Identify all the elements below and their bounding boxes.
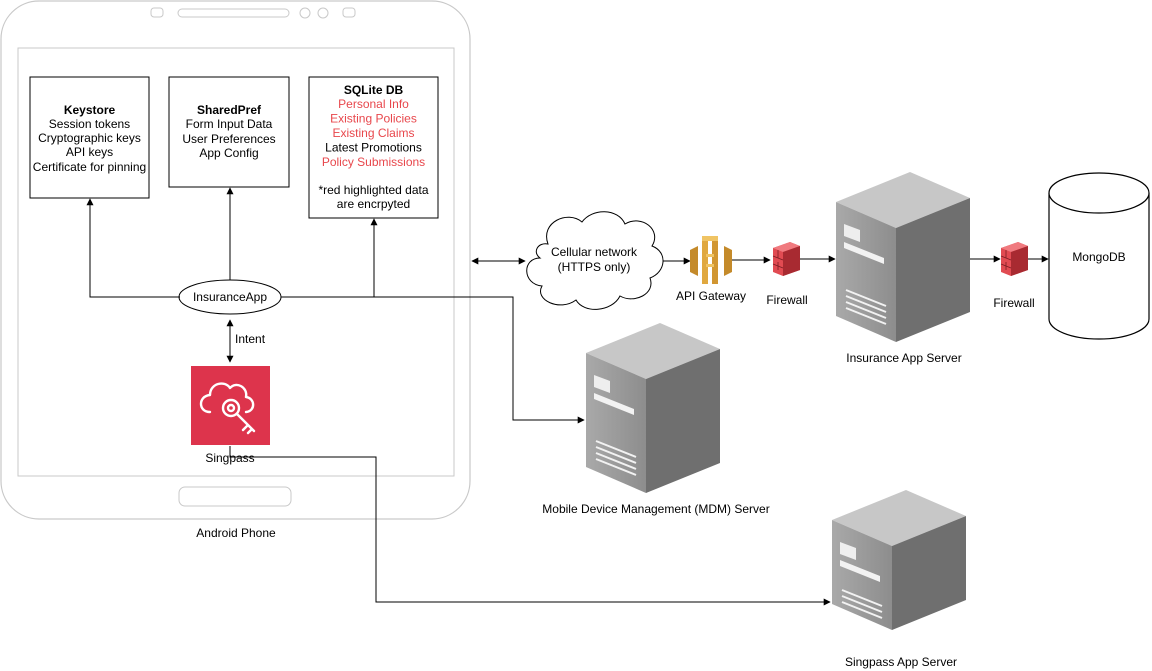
edge-singpass-server xyxy=(229,446,831,606)
firewall-icon xyxy=(1000,242,1028,276)
cellular-network-cloud[interactable]: Cellular network (HTTPS only) xyxy=(526,211,664,310)
keystore-item: Session tokens xyxy=(49,117,130,131)
server-icon xyxy=(836,172,970,342)
sqlite-note: *red highlighted data xyxy=(318,183,428,197)
sharedpref-item: Form Input Data xyxy=(186,117,273,131)
server-icon xyxy=(586,323,720,493)
sqlite-item: Existing Policies xyxy=(330,112,417,126)
firewall-2-node[interactable]: Firewall xyxy=(993,242,1035,310)
singpass-server-node[interactable]: Singpass App Server xyxy=(832,490,966,669)
singpass-node[interactable]: Singpass xyxy=(191,366,270,465)
firewall-1-node[interactable]: Firewall xyxy=(766,242,808,307)
keystore-title: Keystore xyxy=(64,103,116,117)
firewall-icon xyxy=(772,242,800,276)
phone-sensor-icon xyxy=(317,7,329,19)
api-gateway-label: API Gateway xyxy=(676,289,746,303)
keystore-item: Certificate for pinning xyxy=(33,160,146,174)
mdm-server-label: Mobile Device Management (MDM) Server xyxy=(542,502,769,516)
cellular-line2: (HTTPS only) xyxy=(558,260,631,274)
keystore-item: API keys xyxy=(66,145,113,159)
singpass-server-label: Singpass App Server xyxy=(845,655,957,669)
api-gateway-node[interactable]: API Gateway xyxy=(676,236,746,303)
sqlite-title: SQLite DB xyxy=(344,83,404,97)
firewall-1-label: Firewall xyxy=(766,293,807,307)
sharedpref-box[interactable]: SharedPref Form Input Data User Preferen… xyxy=(168,76,290,188)
singpass-label: Singpass xyxy=(205,451,254,465)
server-icon xyxy=(832,490,966,630)
intent-label: Intent xyxy=(235,332,266,346)
sqlite-note: are encrpyted xyxy=(337,197,410,211)
insurance-server-node[interactable]: Insurance App Server xyxy=(836,172,970,365)
mongodb-label: MongoDB xyxy=(1072,250,1125,264)
phone-home-button[interactable] xyxy=(178,486,292,507)
sqlite-item: Existing Claims xyxy=(332,126,414,140)
phone-camera-icon xyxy=(150,7,164,18)
sqlite-item: Policy Submissions xyxy=(322,155,425,169)
phone-sensor-icon xyxy=(342,7,356,18)
insurance-app-node[interactable]: InsuranceApp xyxy=(178,279,282,315)
phone-speaker-icon xyxy=(177,8,290,18)
connectors xyxy=(86,187,1049,606)
api-gateway-icon xyxy=(690,236,732,284)
edge-app-mdm xyxy=(281,296,585,424)
edge-app-keystore xyxy=(86,198,180,298)
insurance-app-label: InsuranceApp xyxy=(193,290,267,304)
insurance-server-label: Insurance App Server xyxy=(846,351,961,365)
mdm-server-node[interactable]: Mobile Device Management (MDM) Server xyxy=(542,323,770,516)
sqlite-item: Personal Info xyxy=(338,97,409,111)
keystore-item: Cryptographic keys xyxy=(38,131,141,145)
phone-sensor-icon xyxy=(299,7,311,19)
cellular-line1: Cellular network xyxy=(551,245,638,259)
phone-label: Android Phone xyxy=(196,526,276,540)
firewall-2-label: Firewall xyxy=(993,296,1034,310)
sqlite-item: Latest Promotions xyxy=(325,141,422,155)
mongodb-node[interactable]: MongoDB xyxy=(1048,172,1150,340)
sharedpref-item: User Preferences xyxy=(182,132,275,146)
keystore-box[interactable]: Keystore Session tokens Cryptographic ke… xyxy=(29,76,150,199)
sharedpref-title: SharedPref xyxy=(197,103,262,117)
sharedpref-item: App Config xyxy=(199,146,258,160)
